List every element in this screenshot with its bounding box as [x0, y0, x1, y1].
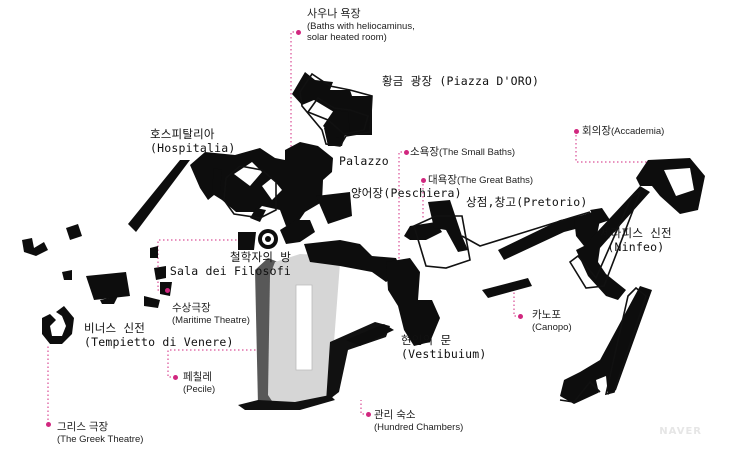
label-ko: 관리 숙소	[374, 409, 416, 421]
pecile-south-wall	[238, 395, 335, 410]
label-small-baths: 소욕장(The Small Baths)	[410, 146, 516, 159]
label-baths-heliocaminus: 사우나 욕장 (Baths with heliocaminus, solar h…	[307, 8, 415, 43]
label-ko: 수상극장	[172, 302, 211, 314]
buildings	[22, 72, 705, 404]
label-en: (Accademia)	[610, 126, 665, 137]
label-en: (Maritime Theatre)	[172, 315, 250, 326]
label-en: (Pecile)	[183, 384, 216, 395]
label-canopo: 카노포 (Canopo)	[532, 309, 572, 333]
label-en: (Hundred Chambers)	[374, 422, 464, 433]
pecile-east-wall	[326, 322, 390, 402]
label-ko: 현인의 문	[401, 333, 452, 347]
label-ko: 호스피탈리아	[150, 127, 215, 141]
marker-dot	[296, 30, 301, 35]
label-greek-theatre: 그리스 극장 (The Greek Theatre)	[57, 421, 143, 445]
label-accademia: 회의장(Accademia)	[582, 125, 665, 138]
label-ko: 사우나 욕장	[307, 8, 361, 20]
leader-small-baths	[398, 151, 406, 270]
label-en: Sala dei Filosofi	[169, 264, 292, 278]
label-pretorio: 상점,창고(Pretorio)	[466, 195, 588, 209]
pecile-pool	[295, 284, 313, 371]
label-en: (The Small Baths)	[438, 147, 516, 158]
label-ko: 대욕장	[428, 174, 457, 186]
label-ko: 회의장	[582, 125, 611, 137]
label-pecile: 페칠레 (Pecile)	[183, 371, 215, 395]
label-en: (Ninfeo)	[607, 240, 665, 254]
label-great-baths: 대욕장(The Great Baths)	[428, 174, 534, 187]
leader-pecile	[167, 349, 262, 378]
label-en: (Tempietto di Venere)	[84, 335, 234, 349]
label-peschiera: 양어장(Peschiera)	[351, 186, 462, 200]
marker-dot	[165, 288, 170, 293]
marker-dot	[173, 375, 178, 380]
label-tempietto-venere: 비너스 신전 (Tempietto di Venere)	[84, 321, 234, 349]
marker-dot	[518, 314, 523, 319]
leader-canopo	[513, 290, 520, 317]
label-en: (The Great Baths)	[456, 175, 534, 186]
label-ninfeo: 세라피스 신전 (Ninfeo)	[600, 226, 672, 254]
label-piazza-doro: 황금 광장 (Piazza D'ORO)	[382, 74, 540, 88]
marker-dot	[46, 422, 51, 427]
naver-watermark: NAVER	[659, 426, 702, 437]
leader-hundred-chambers	[360, 400, 368, 415]
label-hundred-chambers: 관리 숙소 (Hundred Chambers)	[374, 409, 463, 433]
marker-dot	[404, 150, 409, 155]
label-en: (Vestibuium)	[401, 347, 487, 361]
label-ko: 소욕장	[410, 146, 439, 158]
label-maritime-theatre: 수상극장 (Maritime Theatre)	[172, 302, 250, 326]
label-vestibuium: 현인의 문 (Vestibuium)	[401, 333, 486, 361]
label-sala-filosofi: 철학자의 방 Sala dei Filosofi	[162, 250, 291, 278]
label-ko: 세라피스 신전	[600, 226, 672, 240]
label-en-line1: (Baths with heliocaminus,	[307, 21, 415, 32]
label-ko: 페칠레	[183, 371, 212, 383]
label-ko: 철학자의 방	[230, 250, 292, 264]
label-ko: 카노포	[532, 309, 561, 321]
label-palazzo: Palazzo	[339, 154, 389, 168]
label-en: (Canopo)	[532, 322, 572, 333]
label-ko: 그리스 극장	[57, 421, 109, 433]
marker-dot	[574, 129, 579, 134]
label-hospitalia: 호스피탈리아 (Hospitalia)	[150, 127, 235, 155]
label-en: (Hospitalia)	[150, 141, 236, 155]
marker-dot	[366, 412, 371, 417]
label-en-line2: solar heated room)	[307, 32, 387, 43]
marker-dot	[421, 178, 426, 183]
label-en: (The Greek Theatre)	[57, 434, 144, 445]
outlines	[223, 72, 647, 403]
label-ko: 비너스 신전	[84, 321, 146, 335]
